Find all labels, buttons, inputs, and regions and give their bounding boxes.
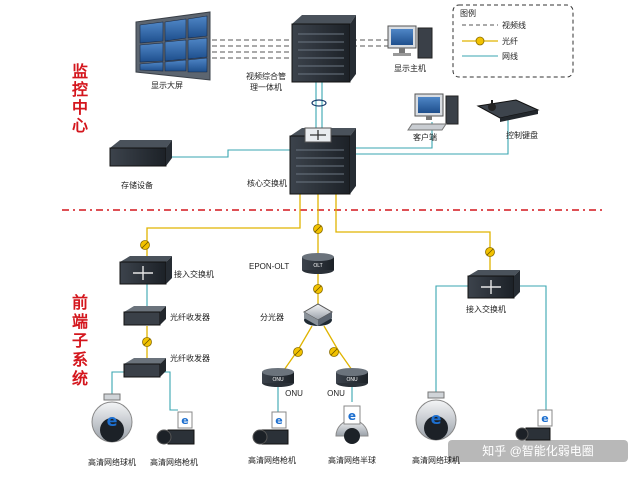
client-computer-icon [407,93,459,131]
label-video-platform-line1: 视频综合管 [246,71,286,81]
control-keyboard-icon [476,99,540,122]
label-bullet-camera-2: 高清网络枪机 [248,455,296,465]
network-lines [111,82,547,420]
onu-1-icon: ONU [262,368,294,387]
section-char: 前 [72,293,88,312]
splitter-icon [302,303,334,326]
label-display-host: 显示主机 [394,63,426,73]
watermark-text: 知乎 @智能化弱电圈 [482,443,594,458]
section-char: 子 [72,331,88,350]
label-fiber-transceiver-2: 光纤收发器 [170,353,210,363]
legend-video-label: 视频线 [502,20,526,30]
legend-network-label: 网线 [502,51,518,61]
label-access-switch-left: 接入交换机 [174,269,214,279]
fiber-connector-icon [475,36,485,46]
browser-icon: e [275,414,282,427]
label-onu-1: ONU [285,389,303,398]
fiber-lines [146,194,491,371]
core-switch-icon [289,127,356,195]
section-char: 心 [72,116,88,135]
section-char: 监 [72,62,88,81]
bullet-camera-1-icon: e [156,411,195,445]
label-half-dome-camera: 高清网络半球 [328,455,376,465]
fiber-transceiver-1-icon [123,306,166,326]
dome-camera-2-icon: e [415,391,457,441]
epon-olt-icon: OLT [302,253,334,274]
section-char: 系 [72,350,88,369]
label-client: 客户端 [413,132,437,142]
label-splitter: 分光器 [260,312,284,322]
label-epon-olt: EPON-OLT [249,262,289,271]
section-char: 统 [72,369,88,388]
access-switch-right-icon [467,270,520,299]
cable-tie-icon [311,99,327,107]
browser-icon: e [107,411,118,430]
watermark: 知乎 @智能化弱电圈 [448,440,628,462]
dome-camera-1-icon: e [91,393,133,443]
section-char: 控 [72,80,88,99]
browser-icon: e [181,414,188,427]
section-char: 端 [72,312,88,331]
label-bullet-camera-1: 高清网络枪机 [150,457,198,467]
fiber-connector-icons [140,224,495,357]
olt-badge: OLT [313,263,322,269]
legend-title: 图例 [460,8,476,18]
onu-badge: ONU [346,377,358,383]
half-dome-camera-icon: e [335,405,369,444]
label-display-wall: 显示大屏 [151,80,183,90]
display-wall [135,11,211,81]
browser-icon: e [431,409,442,428]
legend-fiber-label: 光纤 [502,36,518,46]
label-dome-camera-1: 高清网络球机 [88,457,136,467]
section-title-monitor-center: 监 控 中 心 [72,62,88,135]
legend: 图例 视频线 光纤 网线 [452,4,574,78]
storage-device-icon [109,140,172,167]
label-fiber-transceiver-1: 光纤收发器 [170,312,210,322]
onu-badge: ONU [272,377,284,383]
access-switch-left-icon [119,256,172,285]
bullet-camera-3-icon: e [515,409,553,441]
browser-icon: e [348,409,356,423]
section-char: 中 [72,98,88,117]
display-host-computer-icon [387,25,433,59]
label-storage: 存储设备 [121,180,153,190]
bullet-camera-2-icon: e [252,411,289,445]
label-video-platform-line2: 理一体机 [250,82,282,92]
label-core-switch: 核心交换机 [247,178,287,188]
onu-2-icon: ONU [336,368,368,387]
label-control-keyboard: 控制键盘 [506,130,538,140]
label-access-switch-right: 接入交换机 [466,304,506,314]
video-platform-server-icon [291,15,356,83]
label-onu-2: ONU [327,389,345,398]
fiber-transceiver-2-icon [123,358,166,378]
section-title-front-end: 前 端 子 系 统 [72,293,88,388]
video-lines [212,39,388,59]
label-dome-camera-2: 高清网络球机 [412,455,460,465]
browser-icon: e [541,412,548,425]
